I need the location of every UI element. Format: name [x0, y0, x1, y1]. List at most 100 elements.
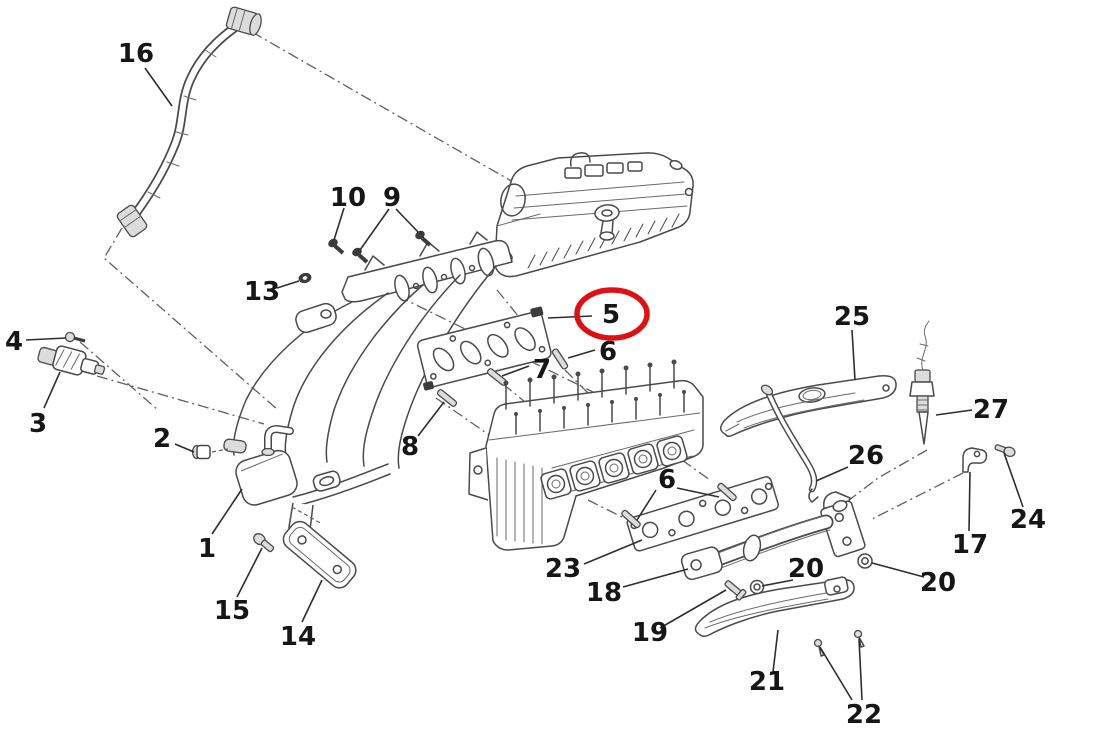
- leader-line-9: [359, 208, 390, 251]
- leader-line-4: [25, 337, 67, 341]
- callout-6b[interactable]: 6: [658, 465, 676, 495]
- callout-5[interactable]: 5: [602, 300, 620, 330]
- bolt-19-drawing: [724, 580, 747, 601]
- callout-19[interactable]: 19: [632, 618, 668, 648]
- leader-line-9: [395, 208, 420, 234]
- leader-line-6a: [567, 349, 596, 359]
- bolt-24-drawing: [994, 444, 1016, 458]
- callout-18[interactable]: 18: [586, 578, 622, 608]
- upper-heat-shield-drawing: [720, 374, 897, 438]
- flange-nut-13: [298, 272, 312, 284]
- stud-6b-right: [717, 482, 737, 502]
- callout-2[interactable]: 2: [153, 424, 171, 454]
- callout-23[interactable]: 23: [545, 554, 581, 584]
- leader-line-20b: [871, 562, 925, 578]
- leader-line-20a: [761, 579, 794, 587]
- valve-cover-drawing: [494, 152, 694, 278]
- leader-line-25: [851, 329, 856, 381]
- callout-8[interactable]: 8: [401, 432, 419, 462]
- leader-line-26: [815, 466, 849, 482]
- screw-22-right: [853, 629, 865, 648]
- screw-4-drawing: [64, 331, 86, 343]
- alignment-dashdot-line: [496, 289, 529, 329]
- bracket-plate-drawing: [282, 520, 357, 589]
- leader-line-21: [772, 629, 779, 673]
- lower-heat-shield-drawing: [694, 576, 855, 638]
- callout-22[interactable]: 22: [846, 700, 882, 730]
- leader-line-2: [174, 443, 195, 453]
- leader-line-22: [819, 646, 853, 701]
- stud-8: [436, 389, 458, 407]
- callout-24[interactable]: 24: [1010, 505, 1046, 535]
- flange-bolt-10: [328, 238, 345, 255]
- alignment-dashdot-line: [79, 341, 159, 411]
- leader-line-6b: [636, 489, 657, 521]
- cylinder-head-drawing: [468, 359, 704, 551]
- callout-9[interactable]: 9: [383, 183, 401, 213]
- leader-line-3: [43, 371, 61, 409]
- leader-line-13: [276, 280, 300, 289]
- leader-line-17: [968, 471, 971, 532]
- leader-line-23: [583, 539, 643, 565]
- exhaust-gasket-drawing: [626, 476, 779, 552]
- alignment-dashdot-line: [871, 472, 964, 520]
- screw-22-left: [813, 638, 825, 657]
- leader-line-18: [622, 568, 689, 588]
- leader-line-16: [144, 67, 173, 107]
- plate-alignment-dashed: [291, 506, 323, 525]
- engine-exploded-artwork: [37, 6, 1016, 657]
- callout-27[interactable]: 27: [973, 395, 1009, 425]
- callout-1[interactable]: 1: [198, 534, 216, 564]
- nut-20-left: [749, 579, 765, 595]
- alignment-dashdot-line: [96, 375, 265, 425]
- callout-14[interactable]: 14: [280, 622, 316, 652]
- bracket-17-drawing: [962, 447, 988, 473]
- leader-line-15: [236, 547, 263, 598]
- leader-line-6b: [676, 487, 720, 498]
- pipe-drawing: [760, 384, 819, 503]
- callout-25[interactable]: 25: [834, 302, 870, 332]
- camshaft-sensor-drawing: [37, 345, 106, 376]
- oxygen-sensor-drawing: [909, 320, 935, 445]
- alignment-dashdot-line: [251, 31, 521, 187]
- leader-line-5: [547, 315, 593, 319]
- exhaust-manifold-drawing: [680, 491, 866, 581]
- leader-lines-layer: [25, 67, 1024, 701]
- leader-line-1: [211, 488, 243, 535]
- alignment-dashdot-line: [103, 227, 279, 411]
- intake-flange: [341, 231, 513, 303]
- callout-26[interactable]: 26: [848, 441, 884, 471]
- plug-2-drawing: [191, 444, 229, 460]
- leader-line-22: [858, 638, 863, 701]
- intake-plenum: [223, 302, 391, 534]
- alignment-dashdot-line: [587, 499, 623, 518]
- hose-drawing: [116, 6, 262, 238]
- leader-line-14: [301, 579, 323, 623]
- callout-4[interactable]: 4: [5, 327, 23, 357]
- callout-17[interactable]: 17: [952, 530, 988, 560]
- alignment-dashdot-line: [681, 459, 711, 481]
- callout-3[interactable]: 3: [29, 409, 47, 439]
- leader-line-19: [659, 589, 727, 629]
- highlight-layer: [574, 287, 650, 341]
- leader-line-7: [501, 365, 530, 377]
- intake-gasket-drawing: [416, 306, 552, 391]
- leader-line-8: [417, 401, 445, 437]
- callout-20a[interactable]: 20: [788, 554, 824, 584]
- callout-10[interactable]: 10: [330, 183, 366, 213]
- flange-bolt-9-right: [415, 230, 432, 247]
- callout-6a[interactable]: 6: [599, 337, 617, 367]
- leader-line-10: [333, 207, 345, 241]
- callout-7[interactable]: 7: [533, 355, 551, 385]
- flange-bolt-9-left: [352, 247, 369, 264]
- leader-line-27: [935, 409, 973, 416]
- callout-21[interactable]: 21: [749, 667, 785, 697]
- callout-20b[interactable]: 20: [920, 568, 956, 598]
- nut-20-right: [857, 553, 873, 569]
- callout-13[interactable]: 13: [244, 277, 280, 307]
- callout-16[interactable]: 16: [118, 39, 154, 69]
- callout-15[interactable]: 15: [214, 596, 250, 626]
